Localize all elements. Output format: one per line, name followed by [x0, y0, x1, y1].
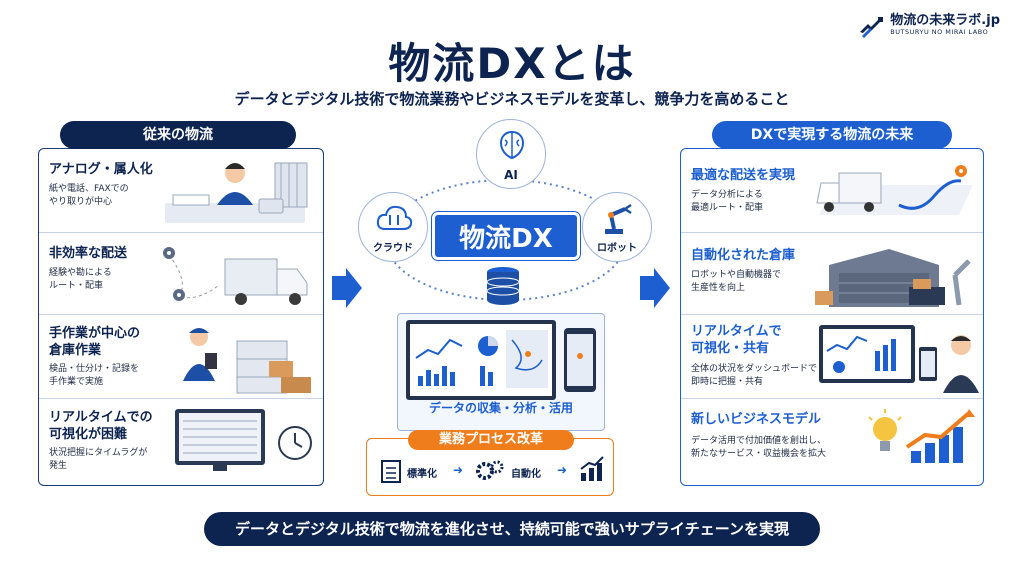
- left-item-desc-line: 紙や電話、FAXでの: [49, 184, 129, 194]
- left-item-desc-line: ルート・配車: [49, 281, 104, 291]
- right-item-desc-line: 生産性を向上: [691, 283, 746, 293]
- left-item-title: アナログ・属人化: [49, 162, 153, 177]
- brand-subtitle: BUTSURYU NO MIRAI LABO: [890, 28, 989, 36]
- robot-arm-icon: [605, 203, 632, 234]
- right-item-title: 自動化された倉庫: [691, 248, 796, 263]
- ai-label: AI: [504, 168, 518, 182]
- ai-node: AI: [476, 119, 546, 189]
- arrow-right-icon: [332, 268, 362, 308]
- monitor-clock-illustration: [175, 409, 312, 471]
- right-item-desc-line: 全体の状況をダッシュボードで: [691, 364, 818, 374]
- growth-chart-icon: [580, 456, 604, 481]
- arrow-right-icon: ➜: [453, 463, 464, 477]
- traditional-logistics-panel: アナログ・属人化 紙や電話、FAXでの やり取りが中心 非効率な配送 経験や勘に…: [38, 148, 324, 486]
- cloud-node: クラウド: [358, 192, 428, 262]
- summary-banner: データとデジタル技術で物流を進化させ、持続可能で強いサプライチェーンを実現: [204, 512, 820, 546]
- left-item-title: 手作業が中心の: [49, 326, 141, 341]
- left-item-desc-line: 経験や勘による: [49, 268, 112, 278]
- left-item-desc-line: 発生: [49, 461, 68, 471]
- left-item-title: 可視化が困難: [49, 427, 128, 442]
- robot-node: ロボット: [582, 192, 652, 262]
- arrow-right-icon: [640, 268, 670, 308]
- right-item-desc-line: 最適ルート・配車: [691, 203, 764, 213]
- brand-logo: 物流の未来ラボ.jp BUTSURYU NO MIRAI LABO: [858, 12, 1000, 38]
- left-item-desc-line: 手作業で実施: [49, 377, 104, 387]
- process-reform-header: 業務プロセス改革: [408, 430, 574, 450]
- right-item-desc-line: データ分析による: [691, 190, 763, 200]
- right-item-automated-warehouse: 自動化された倉庫 ロボットや自動機器で 生産性を向上: [681, 233, 983, 315]
- right-item-desc-line: 新たなサービス・収益機会を拡大: [691, 449, 827, 459]
- data-collection-label: データの収集・分析・活用: [428, 401, 573, 415]
- robot-label: ロボット: [597, 243, 637, 254]
- right-item-title: リアルタイムで: [691, 324, 782, 339]
- cloud-label: クラウド: [373, 243, 413, 254]
- page-title: 物流DXとは: [388, 39, 636, 88]
- left-item-analog: アナログ・属人化 紙や電話、FAXでの やり取りが中心: [39, 149, 323, 233]
- left-item-desc-line: 状況把握にタイムラグが: [49, 448, 148, 458]
- brain-icon: [499, 130, 525, 160]
- robot-warehouse-illustration: [815, 249, 971, 307]
- process-step-standardize: 標準化: [407, 469, 437, 480]
- office-worker-illustration: [165, 162, 308, 223]
- left-item-warehouse: 手作業が中心の 倉庫作業 検品・仕分け・記録を 手作業で実施: [39, 315, 323, 399]
- traditional-logistics-header: 従来の物流: [60, 121, 296, 149]
- gears-icon: [476, 460, 504, 480]
- left-item-title: 倉庫作業: [49, 343, 102, 358]
- warehouse-worker-illustration: [183, 328, 311, 394]
- page-subtitle: データとデジタル技術で物流業務やビジネスモデルを変革し、競争力を高めること: [234, 90, 790, 108]
- left-item-desc-line: やり取りが中心: [49, 197, 113, 207]
- optimized-route-truck-illustration: [816, 165, 973, 215]
- left-item-delivery: 非効率な配送 経験や勘による ルート・配車: [39, 233, 323, 315]
- right-item-desc-line: ロボットや自動機器で: [691, 270, 782, 280]
- dashboard-devices-illustration: [406, 320, 596, 400]
- dx-future-panel: 最適な配送を実現 データ分析による 最適ルート・配車 自動化された倉庫 ロボット…: [680, 148, 984, 486]
- right-item-title: 最適な配送を実現: [691, 168, 796, 183]
- left-item-title: リアルタイムでの: [49, 410, 153, 425]
- right-item-realtime: リアルタイムで 可視化・共有 全体の状況をダッシュボードで 即時に把握・共有: [681, 315, 983, 399]
- process-step-automate: 自動化: [511, 469, 541, 480]
- right-item-business-model: 新しいビジネスモデル データ活用で付加価値を創出し、 新たなサービス・収益機会を…: [681, 399, 983, 485]
- left-item-title: 非効率な配送: [49, 246, 128, 261]
- checklist-icon: [381, 460, 401, 483]
- right-item-desc-line: データ活用で付加価値を創出し、: [691, 436, 827, 446]
- truck-route-illustration: [163, 247, 308, 305]
- arrow-right-icon: ➜: [557, 463, 568, 477]
- database-icon: [486, 267, 520, 305]
- brand-logo-icon: [860, 17, 884, 38]
- left-item-visibility: リアルタイムでの 可視化が困難 状況把握にタイムラグが 発生: [39, 399, 323, 485]
- data-dashboard-area: [397, 313, 605, 431]
- cloud-icon: [376, 205, 413, 230]
- brand-name: 物流の未来ラボ.jp: [890, 13, 1000, 28]
- left-item-desc-line: 検品・仕分け・記録を: [49, 364, 140, 374]
- right-item-title: 可視化・共有: [691, 341, 770, 356]
- right-item-desc-line: 即時に把握・共有: [691, 377, 764, 387]
- dashboard-viewer-illustration: [819, 325, 979, 393]
- logistics-dx-title: 物流DX: [432, 212, 580, 260]
- right-item-optimal-delivery: 最適な配送を実現 データ分析による 最適ルート・配車: [681, 149, 983, 233]
- dx-future-header: DXで実現する物流の未来: [712, 121, 952, 149]
- lightbulb-growth-illustration: [868, 409, 975, 463]
- right-item-title: 新しいビジネスモデル: [691, 412, 822, 427]
